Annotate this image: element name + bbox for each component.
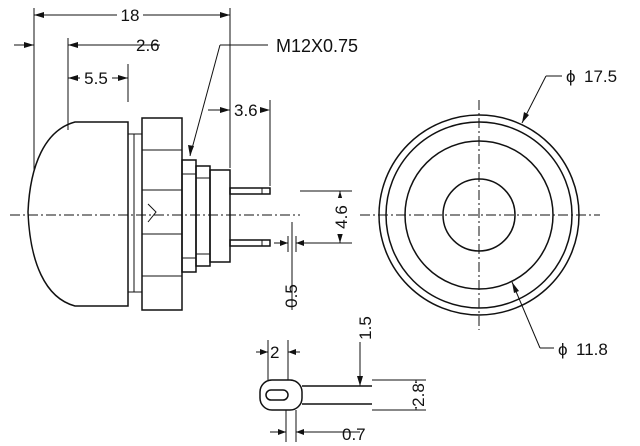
dim-pin-thickness-label: 0.5: [282, 284, 301, 308]
dim-tab-height-label: 2.8: [409, 383, 428, 407]
side-view: [10, 117, 300, 311]
dim-tab-offset-label: 1.5: [356, 316, 375, 340]
hex-nut: [141, 117, 183, 311]
dim-flange-offset-label: 2.6: [136, 36, 160, 55]
outer-diameter-callout: ϕ 17.5: [521, 67, 617, 124]
dim-pin-length: 3.6: [208, 100, 271, 186]
button-cap: [27, 121, 129, 307]
switch-base: [209, 169, 231, 263]
outer-diameter-label: 17.5: [584, 67, 617, 86]
dim-pin-spacing-label: 4.6: [332, 205, 351, 229]
terminal-pin-top: [229, 187, 271, 195]
dim-pin-thickness: 0.5: [274, 222, 310, 310]
dim-cap-offset: 5.5: [68, 64, 129, 102]
front-view: [360, 100, 600, 330]
dim-flange-offset: 2.6: [14, 36, 160, 130]
threaded-body: [181, 159, 197, 273]
terminal-pin-bottom: [229, 239, 271, 247]
dim-overall-length: 18: [33, 4, 231, 172]
inner-diameter-label: 11.8: [576, 340, 608, 359]
inner-diameter-symbol: ϕ: [558, 340, 568, 359]
thread-callout: M12X0.75: [188, 36, 358, 157]
terminal-detail: 2 1.5 2.8 0.7: [256, 316, 428, 444]
outer-diameter-symbol: ϕ: [566, 67, 576, 86]
inner-diameter-callout: ϕ 11.8: [511, 281, 608, 359]
dim-pin-length-label: 3.6: [234, 101, 258, 120]
dim-pin-spacing: 4.6: [300, 190, 352, 244]
thread-spec-label: M12X0.75: [276, 36, 358, 56]
dim-tab-thickness-label: 0.7: [342, 425, 366, 444]
dim-cap-offset-label: 5.5: [84, 69, 108, 88]
dim-overall-length-label: 18: [121, 6, 140, 25]
terminal-hole: [265, 389, 289, 401]
terminal-tab: [259, 379, 303, 411]
dim-tab-width-label: 2: [270, 343, 279, 362]
